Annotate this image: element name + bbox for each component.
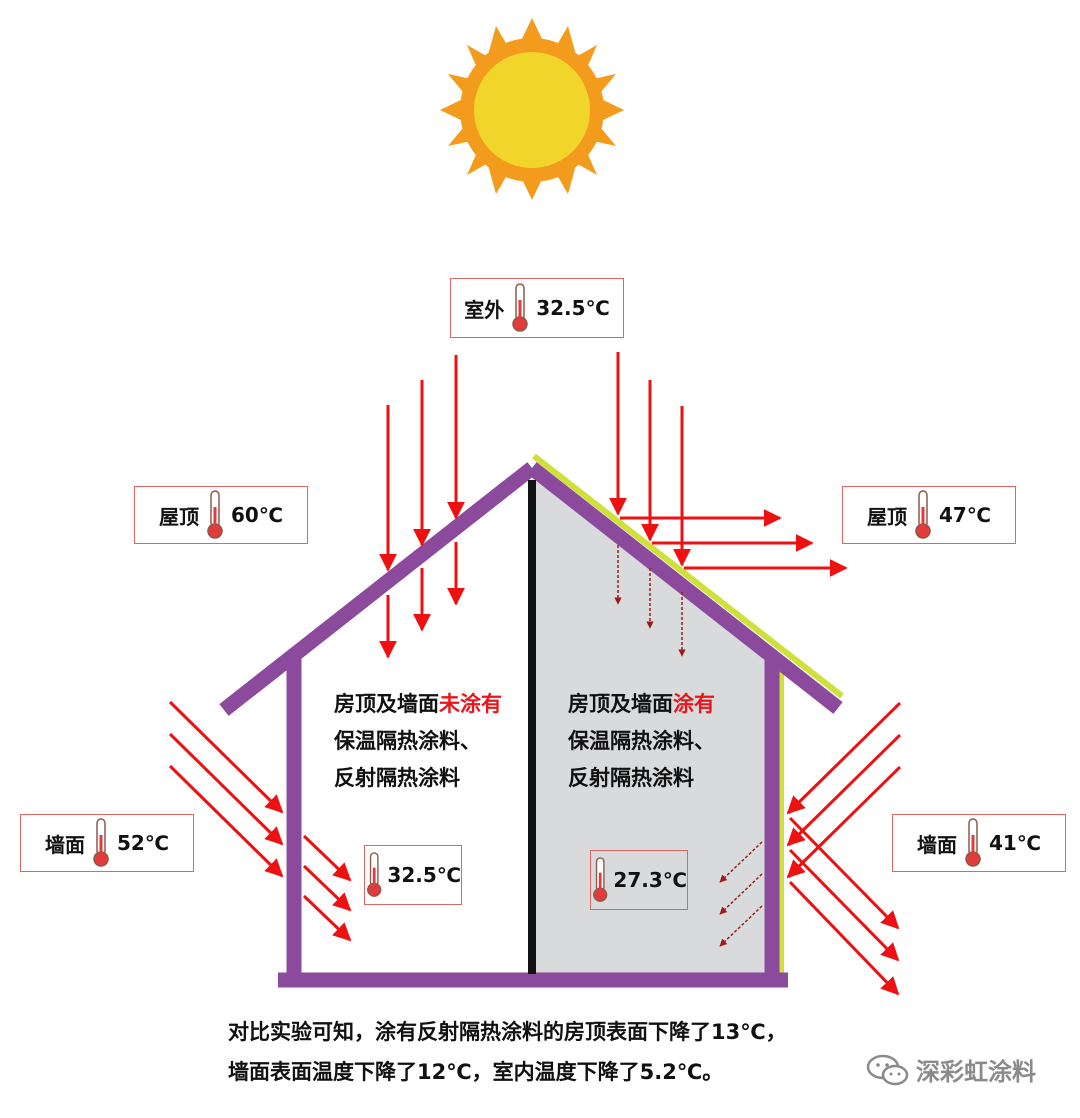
wall-right-name: 墙面	[916, 832, 957, 857]
thermometer-icon	[965, 818, 981, 867]
weak-heat-arrows-right-roof	[614, 545, 686, 657]
roof-right-temp-label: 屋顶 47℃	[842, 486, 1016, 544]
indoor-left-temp: 32.5℃	[387, 863, 461, 887]
heat-arrows-left-roof	[379, 355, 465, 659]
thermometer-icon	[512, 283, 528, 332]
indoor-right-temp-label: 27.3℃	[590, 850, 688, 910]
left-line1-prefix: 房顶及墙面	[334, 692, 439, 716]
outdoor-name: 室外	[464, 297, 505, 322]
roof-left-name: 屋顶	[158, 504, 199, 529]
heat-arrows-right-roof	[609, 352, 848, 577]
sun-icon	[440, 18, 624, 200]
conclusion-text: 对比实验可知，涂有反射隔热涂料的房顶表面下降了13℃， 墙面表面温度下降了12℃…	[228, 1012, 787, 1092]
roof-left-temp: 60℃	[230, 503, 284, 527]
coated-room-description: 房顶及墙面涂有 保温隔热涂料、 反射隔热涂料	[568, 686, 715, 797]
right-line1-highlight: 涂有	[673, 692, 715, 716]
outdoor-temp-label: 室外 32.5℃	[450, 278, 624, 338]
indoor-right-temp: 27.3℃	[613, 868, 687, 892]
conclusion-line2: 墙面表面温度下降了12℃，室内温度下降了5.2℃。	[228, 1060, 724, 1084]
wechat-icon	[866, 1054, 909, 1085]
conclusion-line1: 对比实验可知，涂有反射隔热涂料的房顶表面下降了13℃，	[228, 1020, 787, 1044]
thermometer-icon	[915, 490, 931, 539]
house-frame	[219, 462, 843, 988]
right-line2: 保温隔热涂料、	[568, 729, 715, 753]
right-line1-prefix: 房顶及墙面	[568, 692, 673, 716]
left-line3: 反射隔热涂料	[334, 766, 460, 790]
uncoated-room-description: 房顶及墙面未涂有 保温隔热涂料、 反射隔热涂料	[334, 686, 502, 797]
wall-left-name: 墙面	[44, 832, 85, 857]
watermark-text: 深彩虹涂料	[916, 1058, 1036, 1086]
thermometer-icon	[593, 857, 608, 902]
wall-left-temp-label: 墙面 52℃	[20, 814, 194, 872]
heat-arrows-left-wall	[168, 700, 352, 942]
heat-arrows-right-wall	[786, 701, 902, 996]
wall-right-temp: 41℃	[988, 831, 1042, 855]
right-line3: 反射隔热涂料	[568, 766, 694, 790]
thermometer-icon	[367, 852, 382, 897]
wall-left-temp: 52℃	[116, 831, 170, 855]
wall-right-temp-label: 墙面 41℃	[892, 814, 1066, 872]
roof-right-temp: 47℃	[938, 503, 992, 527]
coating-layer	[532, 453, 844, 974]
indoor-left-temp-label: 32.5℃	[364, 845, 462, 905]
left-line2: 保温隔热涂料、	[334, 729, 481, 753]
roof-left-temp-label: 屋顶 60℃	[134, 486, 308, 544]
thermometer-icon	[207, 490, 223, 539]
roof-right-name: 屋顶	[866, 504, 907, 529]
thermometer-icon	[93, 818, 109, 867]
left-line1-highlight: 未涂有	[439, 692, 502, 716]
watermark: 深彩虹涂料	[866, 1052, 1036, 1087]
outdoor-temp: 32.5℃	[536, 296, 610, 320]
